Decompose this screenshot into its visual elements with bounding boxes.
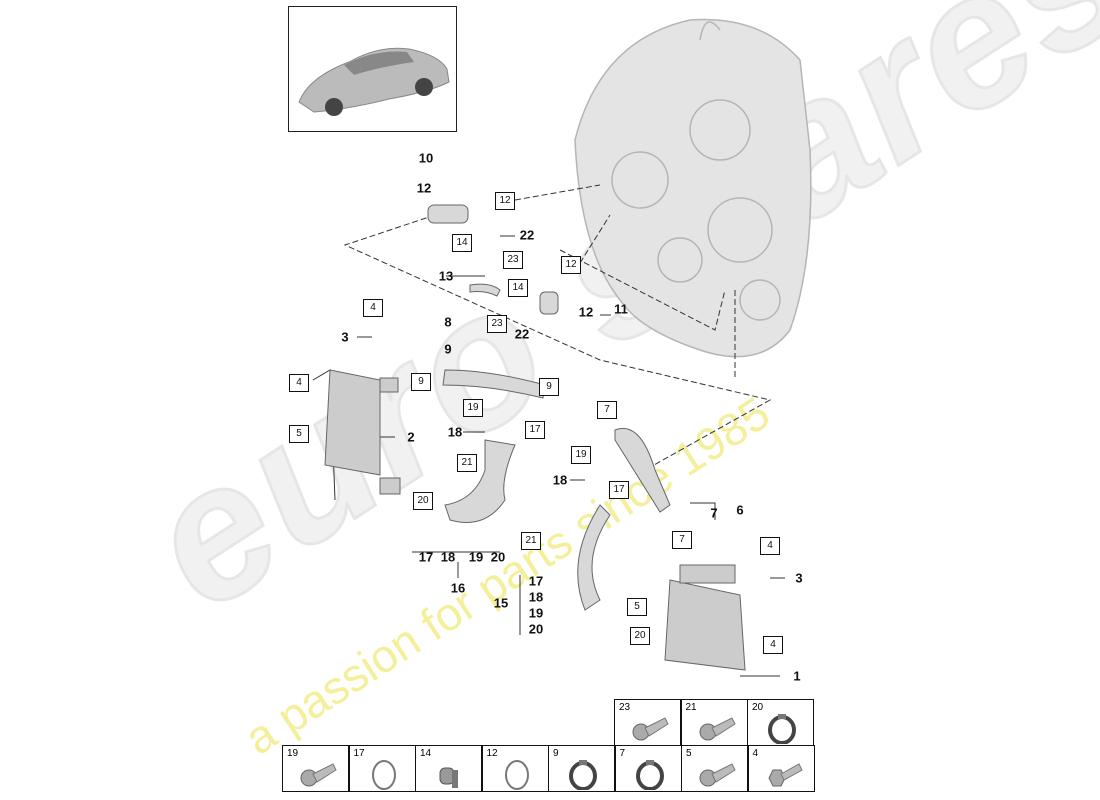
hex-bolt-icon xyxy=(767,763,803,787)
vehicle-thumbnail xyxy=(288,6,457,132)
callout-12: 12 xyxy=(578,304,594,320)
callout-20: 20 xyxy=(528,621,544,637)
callout-3: 3 xyxy=(341,329,349,345)
box-20: 20 xyxy=(413,492,433,510)
callout-8: 8 xyxy=(444,314,452,330)
engine-illustration xyxy=(574,18,812,358)
hose-clamp-icon xyxy=(569,760,597,790)
box-19: 19 xyxy=(571,446,591,464)
box-4: 4 xyxy=(760,537,780,555)
part-cell-23[interactable]: 23 xyxy=(614,699,681,746)
intercooler-right xyxy=(664,564,746,671)
part-cell-20[interactable]: 20 xyxy=(747,699,814,746)
box-14: 14 xyxy=(508,279,528,297)
box-5: 5 xyxy=(289,425,309,443)
box-21: 21 xyxy=(521,532,541,550)
hose-clamp-icon xyxy=(768,714,796,744)
callout-18: 18 xyxy=(528,589,544,605)
box-23: 23 xyxy=(487,315,507,333)
box-9: 9 xyxy=(539,378,559,396)
part-cell-14[interactable]: 14 xyxy=(415,745,482,792)
part-cell-12[interactable]: 12 xyxy=(481,745,549,792)
box-9: 9 xyxy=(411,373,431,391)
part-number: 4 xyxy=(752,748,759,759)
box-20: 20 xyxy=(630,627,650,645)
leader-lines xyxy=(343,184,772,471)
box-12: 12 xyxy=(561,256,581,274)
callout-12: 12 xyxy=(416,180,432,196)
callout-22: 22 xyxy=(514,326,530,342)
part-number: 21 xyxy=(685,702,697,713)
box-4: 4 xyxy=(763,636,783,654)
box-4: 4 xyxy=(289,374,309,392)
box-7: 7 xyxy=(672,531,692,549)
part-cell-7[interactable]: 7 xyxy=(614,745,682,792)
clip-icon xyxy=(439,767,458,788)
hoses xyxy=(427,204,671,611)
box-17: 17 xyxy=(525,421,545,439)
bolt-icon xyxy=(699,717,736,741)
callout-20: 20 xyxy=(490,549,506,565)
part-number: 20 xyxy=(752,702,764,713)
part-number: 17 xyxy=(353,748,365,759)
bolt-icon xyxy=(699,763,736,787)
box-7: 7 xyxy=(597,401,617,419)
callout-11: 11 xyxy=(614,301,628,317)
hose-clamp-icon xyxy=(635,760,664,790)
box-4: 4 xyxy=(363,299,383,317)
callout-10: 10 xyxy=(418,150,434,166)
bolt-icon xyxy=(632,717,669,741)
part-cell-9[interactable]: 9 xyxy=(548,745,615,792)
callout-18: 18 xyxy=(440,549,456,565)
callout-18: 18 xyxy=(447,424,463,440)
callout-18: 18 xyxy=(552,472,568,488)
part-number: 19 xyxy=(287,748,299,759)
part-number: 23 xyxy=(619,702,631,713)
part-number: 5 xyxy=(686,748,692,759)
callout-22: 22 xyxy=(519,227,535,243)
box-14: 14 xyxy=(452,234,472,252)
part-number: 12 xyxy=(486,748,498,759)
part-number: 9 xyxy=(553,748,559,759)
callout-19: 19 xyxy=(528,605,544,621)
box-17: 17 xyxy=(609,481,629,499)
box-5: 5 xyxy=(627,598,647,616)
callout-19: 19 xyxy=(468,549,484,565)
callout-9: 9 xyxy=(444,341,452,357)
callout-6: 6 xyxy=(736,502,744,518)
callout-15: 15 xyxy=(493,595,509,611)
callout-1: 1 xyxy=(793,668,801,684)
seal-ring-icon xyxy=(504,760,529,790)
callout-17: 17 xyxy=(528,573,544,589)
callout-16: 16 xyxy=(450,580,466,596)
seal-ring-icon xyxy=(371,760,396,790)
intercooler-left xyxy=(324,369,401,495)
bolt-icon xyxy=(300,763,337,787)
car-icon xyxy=(298,47,450,116)
part-cell-21[interactable]: 21 xyxy=(680,699,748,746)
callout-7: 7 xyxy=(710,505,718,521)
part-cell-4[interactable]: 4 xyxy=(747,745,815,792)
part-number: 14 xyxy=(420,748,432,759)
callout-3: 3 xyxy=(795,570,803,586)
box-21: 21 xyxy=(457,454,477,472)
callout-17: 17 xyxy=(418,549,434,565)
part-cell-5[interactable]: 5 xyxy=(681,745,748,792)
part-number: 7 xyxy=(619,748,626,759)
callout-2: 2 xyxy=(407,429,415,445)
part-cell-19[interactable]: 19 xyxy=(282,745,349,792)
box-23: 23 xyxy=(503,251,523,269)
box-19: 19 xyxy=(463,399,483,417)
callout-13: 13 xyxy=(438,268,454,284)
box-12: 12 xyxy=(495,192,515,210)
part-cell-17[interactable]: 17 xyxy=(348,745,416,792)
